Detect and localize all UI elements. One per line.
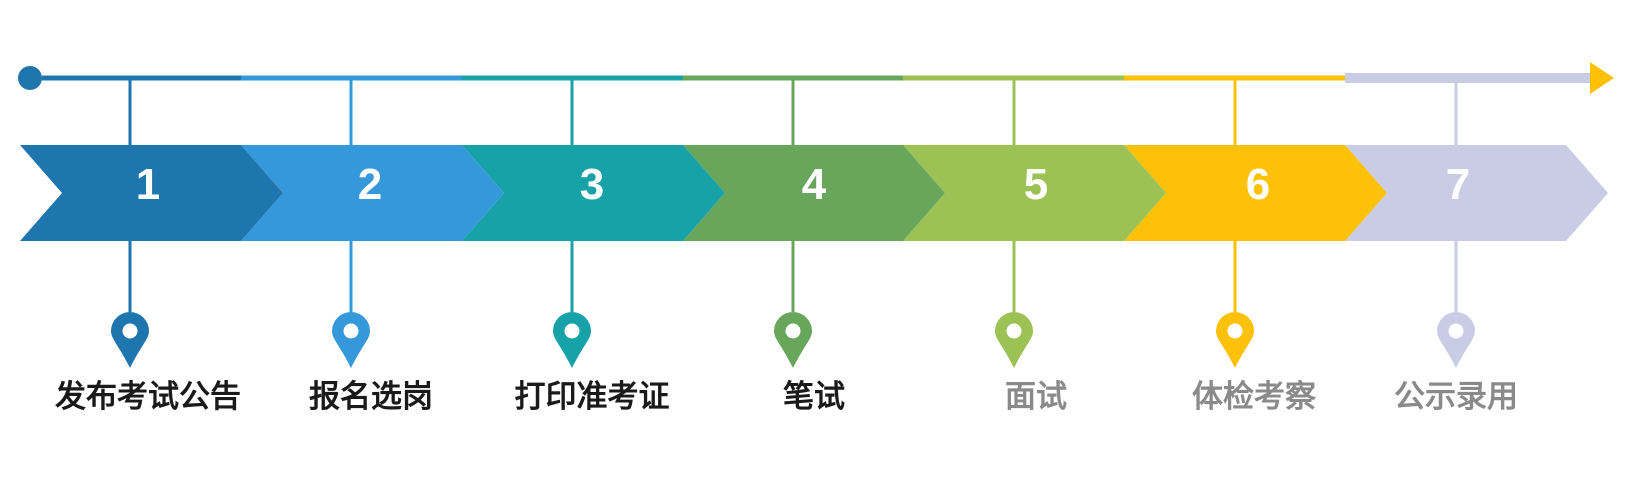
step-label-3: 打印准考证 <box>514 379 670 414</box>
chevron-step-3[interactable] <box>462 145 725 241</box>
map-pin-hole-1 <box>122 323 138 339</box>
chevron-step-7[interactable] <box>1345 145 1608 241</box>
step-label-6: 体检考察 <box>1192 379 1316 414</box>
map-pin-icon-2[interactable] <box>332 312 370 368</box>
map-pin-icon-3[interactable] <box>553 312 591 368</box>
step-number-7: 7 <box>1445 160 1471 209</box>
step-number-3: 3 <box>579 160 605 209</box>
connector-down-1 <box>128 241 132 312</box>
connector-up-3 <box>570 78 574 145</box>
connector-down-4 <box>791 241 795 312</box>
step-label-4: 笔试 <box>783 379 845 414</box>
connector-down-5 <box>1012 241 1016 312</box>
map-pin-hole-4 <box>785 323 801 339</box>
connector-up-1 <box>128 78 132 145</box>
map-pin-icon-7[interactable] <box>1437 312 1475 368</box>
map-pin-hole-6 <box>1227 323 1243 339</box>
map-pin-hole-3 <box>564 323 580 339</box>
step-number-4: 4 <box>801 160 827 209</box>
connector-up-6 <box>1233 78 1237 145</box>
step-label-7: 公示录用 <box>1394 379 1518 414</box>
step-number-1: 1 <box>135 160 161 209</box>
connector-down-2 <box>349 241 353 312</box>
connector-down-7 <box>1454 241 1458 312</box>
chevron-step-5[interactable] <box>903 145 1166 241</box>
connector-up-2 <box>349 78 353 145</box>
step-label-5: 面试 <box>1005 379 1067 414</box>
timeline-arrow-head-icon <box>1590 62 1614 94</box>
connector-up-5 <box>1012 78 1016 145</box>
connector-up-7 <box>1454 78 1458 145</box>
step-label-1: 发布考试公告 <box>55 379 241 414</box>
step-number-5: 5 <box>1023 160 1049 209</box>
chevron-step-4[interactable] <box>683 145 945 241</box>
map-pin-hole-5 <box>1006 323 1022 339</box>
chevron-step-6[interactable] <box>1124 145 1387 241</box>
map-pin-icon-4[interactable] <box>774 312 812 368</box>
timeline-start-dot <box>18 66 42 90</box>
connector-down-6 <box>1233 241 1237 312</box>
chevron-step-1[interactable] <box>20 145 283 241</box>
timeline-segment-7 <box>1345 73 1592 83</box>
timeline-segment-1 <box>42 75 241 81</box>
chevron-step-2[interactable] <box>241 145 504 241</box>
step-label-2: 报名选岗 <box>309 379 433 414</box>
connector-up-4 <box>791 78 795 145</box>
map-pin-icon-5[interactable] <box>995 312 1033 368</box>
map-pin-hole-7 <box>1448 323 1464 339</box>
map-pin-hole-2 <box>343 323 359 339</box>
step-number-2: 2 <box>357 160 383 209</box>
step-number-6: 6 <box>1245 160 1271 209</box>
map-pin-icon-1[interactable] <box>111 312 149 368</box>
connector-down-3 <box>570 241 574 312</box>
map-pin-icon-6[interactable] <box>1216 312 1254 368</box>
